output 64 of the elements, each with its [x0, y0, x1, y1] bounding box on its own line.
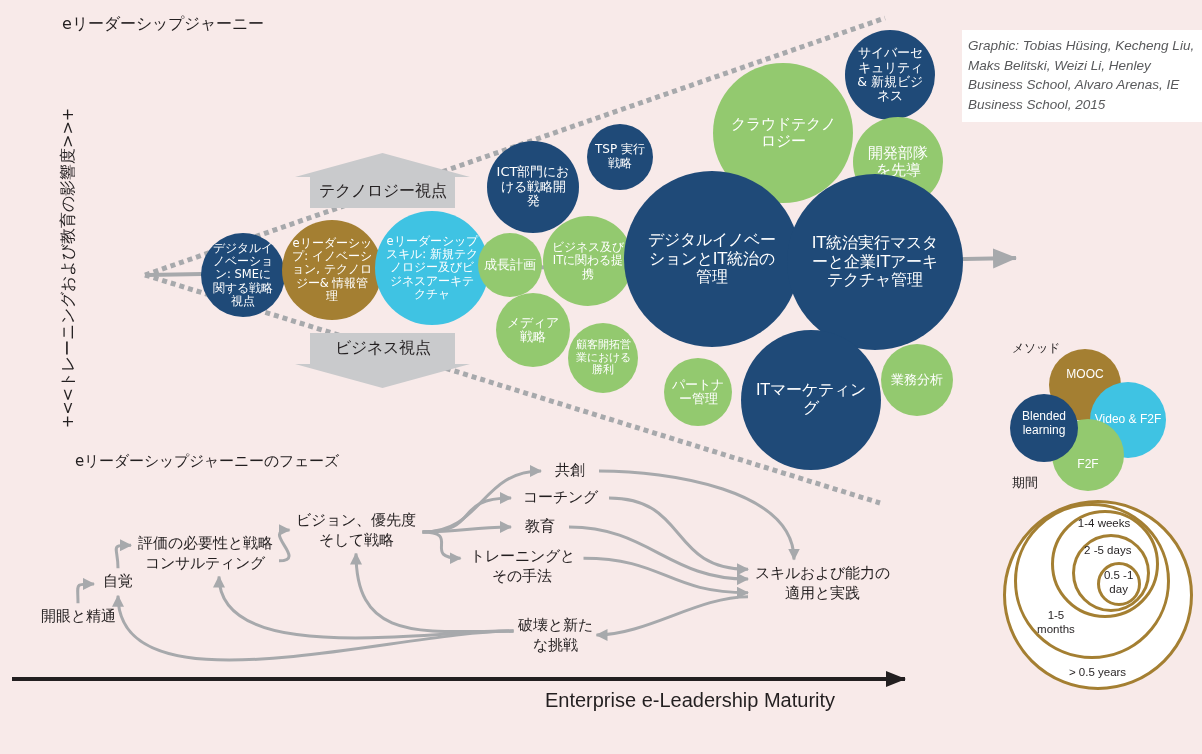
arrow — [114, 594, 514, 662]
arrow — [595, 595, 749, 641]
bubble-label: 成長計画 — [484, 257, 536, 273]
duration-label: 1-5 months — [1036, 609, 1076, 637]
arrow-label: ビジネス視点 — [333, 338, 432, 359]
phase-label: トレーニングとその手法 — [464, 546, 580, 586]
arrow — [422, 530, 462, 564]
phase-label: コーチング — [515, 488, 605, 508]
bubble — [587, 124, 653, 190]
section-heading: eリーダーシップジャーニーのフェーズ — [75, 452, 340, 471]
arrow-label: テクノロジー視点 — [317, 181, 448, 202]
duration-label: 1-4 weeks — [1076, 516, 1132, 531]
bubble — [845, 30, 935, 120]
bubble-label: 顧客開拓営業における勝利 — [575, 339, 631, 377]
bubble-label: IT統治実行マスターと企業ITアーキテクチャ管理 — [810, 234, 940, 290]
bubble-label: 業務分析 — [891, 372, 943, 388]
arrow — [598, 469, 799, 561]
bubble-label: ICT部門における戦略開発 — [496, 164, 570, 210]
duration-circle — [1072, 534, 1151, 613]
bubble-label: デジタルイノベーション: SMEに関する戦略視点 — [212, 241, 274, 309]
legend-heading: メソッド — [1012, 340, 1060, 357]
legend-heading: 期間 — [1012, 474, 1038, 492]
arrow — [277, 525, 291, 563]
bubble — [478, 233, 542, 297]
bubble-label: クラウドテクノロジー — [729, 115, 837, 151]
duration-circle — [1097, 561, 1142, 606]
title: eリーダーシップジャーニー — [62, 14, 264, 35]
bubble-label: メディア戦略 — [506, 315, 560, 345]
arrow — [76, 577, 95, 604]
arrow — [608, 496, 749, 575]
phase-label: 教育 — [515, 517, 565, 537]
legend-label: MOOC — [1066, 368, 1104, 382]
duration-label: 2 -5 days — [1083, 543, 1133, 558]
duration-label: 0.5 -1 day — [1102, 569, 1135, 598]
phase-label: 破壊と新たな挑戦 — [517, 615, 593, 655]
bubble-label: eリーダーシップ: イノベーション, テクノロジー& 情報管理 — [292, 236, 372, 304]
bubble-label: サイバーセキュリティ& 新規ビジネス — [856, 46, 924, 104]
phase-label: 評価の必要性と戦略コンサルティング — [135, 533, 275, 573]
phase-label: スキルおよび能力の適用と実践 — [752, 563, 892, 603]
bubble-label: eリーダーシップスキル: 新規テクノロジー及びビジネスアーキテクチャ — [386, 234, 478, 302]
bubble-label: パートナー管理 — [671, 377, 725, 407]
source-note: Graphic: Tobias Hüsing, Kecheng Liu, Maks Belitski, Weizi Li, Henley Business School, Alvaro Arenas, IE Business School, 2015 — [962, 30, 1202, 123]
arrow — [583, 556, 749, 599]
arrow — [568, 525, 749, 585]
arrow — [114, 539, 132, 569]
phase-label: ビジョン、優先度そして戦略 — [293, 510, 419, 550]
bubble-label: TSP 実行戦略 — [594, 143, 646, 171]
phase-label: 自覚 — [98, 572, 138, 592]
bubble — [496, 293, 570, 367]
legend-label: F2F — [1077, 458, 1099, 472]
block-arrow — [295, 333, 470, 388]
legend-label: Video & F2F — [1094, 413, 1162, 427]
bubble-label: ビジネス及びITに関わる提携 — [552, 241, 624, 281]
phase-label: 共創 — [545, 461, 595, 481]
bubble — [201, 233, 285, 317]
phase-label: 開眼と精通 — [33, 607, 123, 627]
legend-label: Blended learning — [1020, 410, 1067, 438]
bubble-label: ITマーケティング — [755, 382, 867, 418]
axis-label: +<<トレーニングおよび教育の影響度>>+ — [57, 107, 78, 429]
axis-label: Enterprise e-Leadership Maturity — [544, 688, 836, 712]
bubble-label: デジタルイノベーションとIT統治の管理 — [647, 231, 777, 287]
arrow — [422, 521, 512, 534]
duration-label: > 0.5 years — [1067, 665, 1128, 680]
block-arrow — [295, 153, 470, 208]
